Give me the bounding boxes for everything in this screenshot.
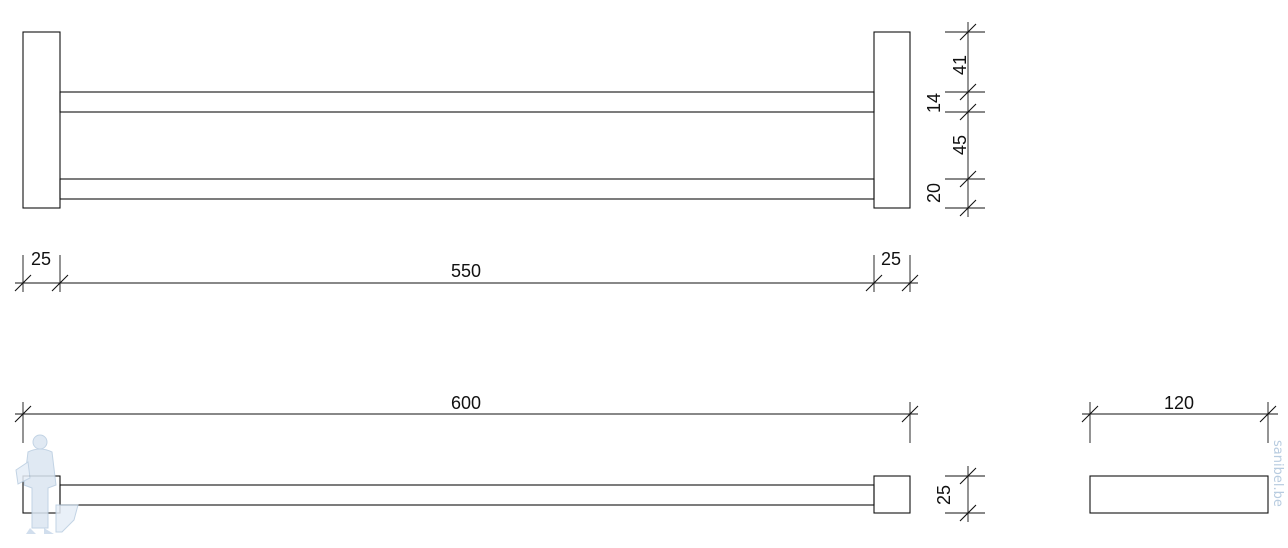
side-bracket-profile <box>1089 475 1269 514</box>
dim-depth: 120 <box>1164 393 1194 413</box>
vertical-dimension-chain: 41 14 45 20 <box>924 22 985 217</box>
upper-towel-bar <box>59 91 875 113</box>
front-right-bracket <box>873 475 911 514</box>
right-wall-bracket <box>873 31 911 209</box>
watermark-text: sanibel.be <box>1270 440 1285 507</box>
plumber-mascot-icon <box>15 434 79 534</box>
dim-top-gap: 41 <box>950 55 970 75</box>
side-view: 120 <box>1081 393 1278 514</box>
dim-front-height: 25 <box>934 485 954 505</box>
front-view <box>22 475 911 514</box>
dim-overall-length: 600 <box>451 393 481 413</box>
dim-right-bracket-width: 25 <box>881 249 901 269</box>
dim-left-bracket-width: 25 <box>31 249 51 269</box>
dim-bar-spacing: 45 <box>950 135 970 155</box>
horizontal-dimension-chain: 25 550 25 <box>14 249 919 292</box>
overall-length-dimension: 600 <box>14 393 919 443</box>
lower-towel-bar <box>59 178 875 200</box>
top-view <box>22 31 911 209</box>
height-dimension: 25 <box>934 466 985 522</box>
front-towel-bar <box>59 484 875 506</box>
dim-bar-length: 550 <box>451 261 481 281</box>
dim-bar-thickness-1: 14 <box>924 93 944 113</box>
left-wall-bracket <box>22 31 61 209</box>
dim-bar-thickness-2: 20 <box>924 183 944 203</box>
